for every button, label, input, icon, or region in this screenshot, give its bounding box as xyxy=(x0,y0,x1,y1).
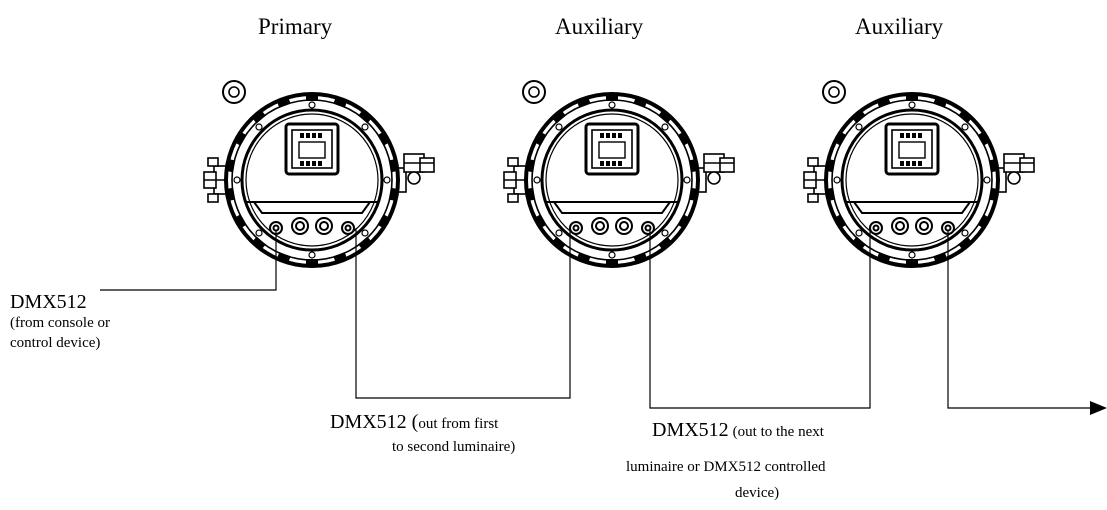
link-label-title-row: DMX512 (out from first xyxy=(330,412,498,432)
input-cable-line xyxy=(100,230,277,291)
link-label-line2: to second luminaire) xyxy=(392,439,516,455)
daisy-chain-cable-line xyxy=(649,230,871,409)
input-label-line1: (from console or xyxy=(10,315,110,331)
fixture-auxiliary-2 xyxy=(802,79,1036,268)
fixture-label-primary: Primary xyxy=(258,14,333,39)
fixture-label-auxiliary-2: Auxiliary xyxy=(855,14,944,39)
fixture-primary xyxy=(202,79,436,268)
fixture-auxiliary-1 xyxy=(502,79,736,268)
link-label-line1: out from first xyxy=(418,416,499,432)
output-label-title-row: DMX512 (out to the next xyxy=(652,420,824,440)
output-cable-line xyxy=(947,230,1092,409)
output-label-line1: (out to the next xyxy=(732,424,824,440)
fixture-label-auxiliary-1: Auxiliary xyxy=(555,14,644,39)
link-cable-line xyxy=(355,226,571,399)
output-label-title: DMX512 xyxy=(652,419,729,441)
input-label-title: DMX512 xyxy=(10,291,87,313)
link-label-title: DMX512 ( xyxy=(330,411,419,433)
output-label-line2: luminaire or DMX512 controlled xyxy=(626,459,826,475)
output-label-line3: device) xyxy=(735,485,780,501)
output-arrowhead-icon xyxy=(1090,401,1107,415)
input-label-line2: control device) xyxy=(10,335,101,351)
